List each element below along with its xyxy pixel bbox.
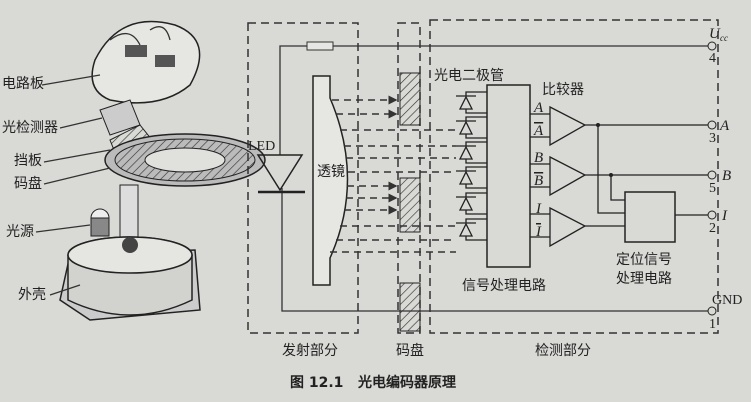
comparator-label: 比较器 — [542, 82, 584, 98]
detector-section-box — [429, 19, 719, 334]
emitter-section-box — [247, 22, 359, 334]
svg-text:A: A — [719, 118, 730, 134]
gnd-wire — [281, 188, 708, 312]
output-wiring — [585, 124, 708, 227]
svg-text:cc: cc — [720, 33, 728, 43]
label-photodetector: 光检测器 — [2, 120, 58, 136]
position-processing-label-1: 定位信号 — [616, 252, 672, 268]
svg-text:I: I — [721, 208, 728, 224]
label-code-disc: 码盘 — [14, 175, 42, 192]
svg-text:1: 1 — [709, 317, 716, 332]
label-housing: 外壳 — [18, 286, 46, 303]
terminal-i: I 2 — [707, 208, 728, 236]
lens-label: 透镜 — [317, 164, 345, 180]
section-label-emitter: 发射部分 — [282, 343, 338, 359]
photodiode-array — [456, 91, 487, 241]
terminal-b: B 5 — [707, 168, 731, 196]
figure-caption: 图 12.1 光电编码器原理 — [290, 374, 456, 391]
comparators — [530, 105, 587, 248]
svg-text:5: 5 — [709, 181, 716, 196]
svg-text:2: 2 — [709, 221, 716, 236]
position-processing-box — [624, 191, 676, 243]
signal-i: I — [535, 201, 542, 217]
terminal-a: A 3 — [707, 118, 730, 146]
vcc-wire — [279, 45, 708, 155]
exploded-view-illustration — [35, 20, 266, 321]
led-diode-icon — [256, 154, 305, 194]
label-light-source: 光源 — [6, 224, 34, 240]
svg-text:B: B — [722, 168, 731, 184]
light-rays — [330, 95, 456, 253]
lens — [312, 75, 349, 286]
signal-b-bar: B — [534, 173, 543, 189]
svg-text:4: 4 — [709, 51, 716, 66]
svg-text:GND: GND — [712, 293, 742, 308]
terminal-gnd: GND 1 — [707, 293, 742, 332]
section-label-disc: 码盘 — [396, 342, 424, 359]
photodiodes-label: 光电二极管 — [434, 68, 504, 84]
section-label-detector: 检测部分 — [535, 343, 591, 359]
code-disc-segments — [399, 72, 421, 332]
svg-text:U: U — [709, 26, 721, 42]
position-processing-label-2: 处理电路 — [616, 271, 672, 287]
signal-b: B — [534, 150, 543, 166]
signal-a-bar: A — [533, 123, 544, 139]
led-label: LED — [248, 139, 275, 154]
signal-a: A — [533, 100, 544, 116]
label-circuit-board: 电路板 — [2, 76, 44, 92]
signal-processing-box — [486, 84, 531, 268]
svg-text:3: 3 — [709, 131, 716, 146]
resistor — [306, 41, 334, 51]
terminal-vcc: U cc 4 — [707, 26, 728, 66]
signal-processing-label: 信号处理电路 — [462, 278, 546, 294]
label-baffle: 挡板 — [14, 153, 42, 169]
signal-i-bar: I — [535, 224, 542, 240]
